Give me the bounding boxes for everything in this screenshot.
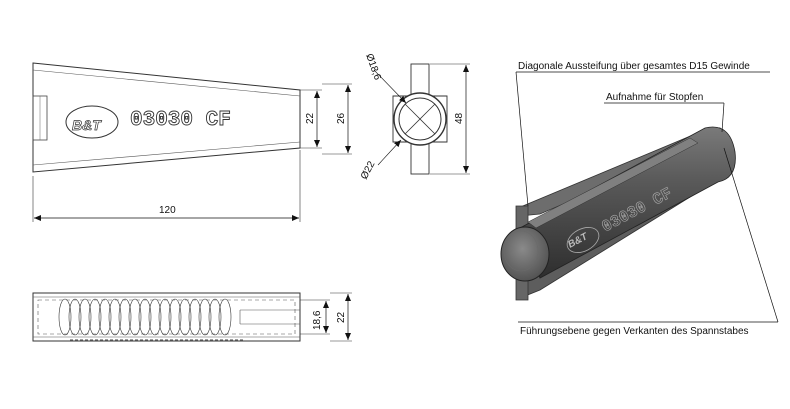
leader-stopper — [721, 102, 725, 133]
thread-turn — [108, 298, 122, 336]
thread-turn — [148, 298, 162, 336]
thread-turn — [208, 298, 222, 336]
dimension-overall-height: 48 — [454, 112, 465, 124]
thread-turn — [58, 298, 72, 336]
bottom-view-outline — [32, 292, 301, 342]
side-view-part-number: 03030 CF — [130, 109, 231, 132]
thread-turn — [198, 298, 212, 336]
dimension-inner-diameter: Ø18,6 — [363, 52, 383, 82]
dimension-outer-height: 26 — [336, 112, 347, 124]
render-view: B&T 03030 CF Diagonale Aussteifung über … — [500, 61, 779, 337]
side-view: B&T 03030 CF 120 22 26 — [32, 62, 352, 222]
render-body — [519, 126, 736, 279]
end-view: Ø18,6 Ø22 48 — [359, 52, 470, 181]
thread-turn — [118, 298, 132, 336]
thread-turn — [158, 298, 172, 336]
dimension-inner-height: 22 — [305, 112, 316, 124]
dimension-bottom-inner: 18,6 — [312, 310, 323, 330]
leader-diagonal — [515, 71, 529, 207]
side-view-logo: B&T — [72, 117, 102, 133]
thread-turn — [98, 298, 112, 336]
thread-turn — [188, 298, 202, 336]
bottom-view: 18,6 22 — [32, 292, 352, 342]
thread-turn — [68, 298, 82, 336]
dimension-bottom-outer: 22 — [336, 311, 347, 323]
label-stopper-mount: Aufnahme für Stopfen — [606, 92, 703, 103]
label-diagonal-stiffening: Diagonale Aussteifung über gesamtes D15 … — [518, 61, 750, 72]
thread-turn — [128, 298, 142, 336]
side-view-logo-oval — [65, 105, 119, 139]
dimension-length: 120 — [159, 205, 176, 216]
dimension-outer-diameter: Ø22 — [359, 159, 378, 181]
thread-turn — [88, 298, 102, 336]
thread-turn — [168, 298, 182, 336]
leader-guide — [723, 147, 779, 323]
thread-turn — [78, 298, 92, 336]
label-guide-plane: Führungsebene gegen Verkanten des Spanns… — [520, 326, 749, 337]
thread-turn — [178, 298, 192, 336]
thread-turn — [218, 298, 232, 336]
bottom-view-thread — [58, 298, 232, 336]
render-end-cap — [500, 226, 550, 282]
thread-turn — [138, 298, 152, 336]
